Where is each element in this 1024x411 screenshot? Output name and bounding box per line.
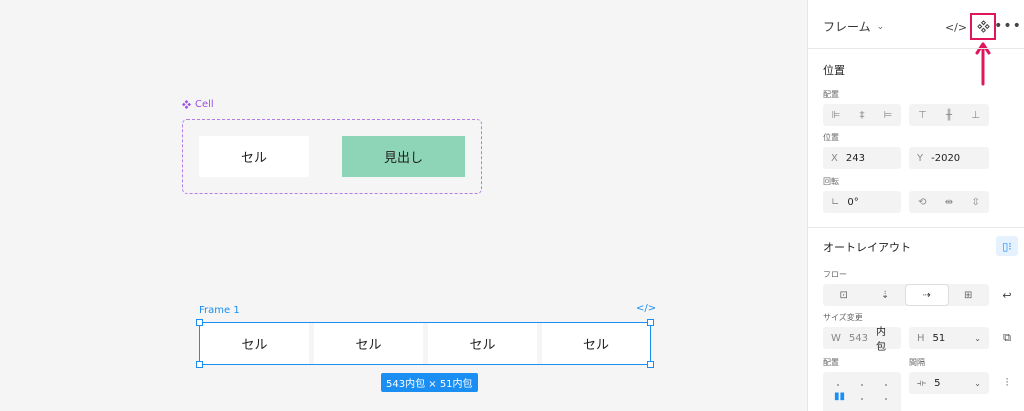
- resize-label: サイズ変更: [823, 313, 863, 322]
- size-badge: 543内包 × 51内包: [381, 373, 478, 392]
- cell-text: セル: [355, 338, 382, 353]
- horizontal-align-group: ⊫ ‡ ⊨: [823, 104, 901, 126]
- heading-text: 見出し: [383, 151, 423, 166]
- chevron-down-icon: ⌄: [876, 21, 885, 32]
- advanced-settings-icon[interactable]: ⫶: [1005, 376, 1009, 389]
- frame-type-dropdown[interactable]: フレーム ⌄: [823, 18, 884, 35]
- y-value: -2020: [931, 152, 961, 164]
- align-dot[interactable]: [861, 384, 863, 386]
- auto-layout-toggle-icon[interactable]: ▯⁝: [996, 236, 1018, 256]
- design-canvas[interactable]: Cell セル 見出し Frame 1 </> セル セル セル セル 543内…: [0, 0, 807, 411]
- resize-handle-bottom-right[interactable]: [647, 361, 654, 368]
- chevron-down-icon: ⌄: [974, 378, 981, 388]
- rotate-icon[interactable]: ⟲: [918, 196, 927, 208]
- code-icon[interactable]: </>: [944, 20, 968, 34]
- component-frame[interactable]: [182, 119, 482, 194]
- w-value: 543: [848, 332, 868, 344]
- wrap-icon[interactable]: ↩: [1002, 288, 1012, 302]
- x-value: 243: [845, 152, 865, 164]
- align-dot[interactable]: [837, 384, 839, 386]
- frame-label[interactable]: Frame 1: [199, 305, 240, 316]
- frame-cell[interactable]: セル: [314, 323, 423, 364]
- flow-direction-group: ⊡ ⇣ ⇢ ⊞: [823, 284, 989, 306]
- alignment-label: 配置: [823, 90, 839, 99]
- align-dot[interactable]: [885, 398, 887, 400]
- properties-panel: フレーム ⌄ </> ••• 位置 配置 ⊫ ‡ ⊨ ⊤ ╫ ⊥ 位置 X 24…: [807, 0, 1024, 411]
- w-label: W: [831, 332, 841, 344]
- position-section-title: 位置: [823, 64, 845, 77]
- flow-vertical-icon[interactable]: ⇣: [881, 289, 890, 301]
- component-icon[interactable]: [974, 17, 992, 35]
- angle-icon: ∟: [831, 196, 840, 208]
- width-field[interactable]: W 543 内包: [823, 327, 901, 353]
- chevron-down-icon: ⌄: [974, 333, 981, 343]
- align-selected-icon[interactable]: ▮▮: [834, 391, 846, 402]
- align-center-v-icon[interactable]: ╫: [945, 109, 952, 121]
- frame-cell[interactable]: セル: [542, 323, 650, 364]
- align-dot[interactable]: [861, 398, 863, 400]
- resize-handle-top-left[interactable]: [196, 319, 203, 326]
- clip-content-icon[interactable]: ⧉: [1003, 331, 1011, 344]
- transform-group: ⟲ ⇹ ⇳: [909, 191, 989, 213]
- frame-code-icon[interactable]: </>: [636, 303, 657, 314]
- gap-label: 間隔: [909, 358, 925, 367]
- frame-cell[interactable]: セル: [428, 323, 537, 364]
- w-mode: 内包: [875, 327, 886, 353]
- gap-value: 5: [934, 377, 941, 389]
- resize-handle-bottom-left[interactable]: [196, 361, 203, 368]
- gap-field[interactable]: ⟛ 5 ⌄: [909, 372, 989, 394]
- divider: [808, 48, 1024, 49]
- flow-grid-icon[interactable]: ⊞: [964, 289, 973, 301]
- rotation-label: 回転: [823, 177, 839, 186]
- cell-text: セル: [241, 338, 268, 353]
- align-left-icon[interactable]: ⊫: [831, 109, 841, 121]
- component-cell[interactable]: セル: [199, 136, 309, 177]
- align-right-icon[interactable]: ⊨: [883, 109, 893, 121]
- rotation-value: 0°: [847, 196, 859, 208]
- rotation-field[interactable]: ∟ 0°: [823, 191, 901, 213]
- x-label: X: [831, 152, 838, 164]
- x-field[interactable]: X 243: [823, 147, 901, 169]
- component-label[interactable]: Cell: [182, 99, 214, 110]
- frame-cell[interactable]: セル: [200, 323, 309, 364]
- gap-icon: ⟛: [917, 377, 927, 389]
- align-dot[interactable]: [885, 384, 887, 386]
- component-glyph: [976, 19, 990, 33]
- y-field[interactable]: Y -2020: [909, 147, 989, 169]
- y-label: Y: [917, 152, 924, 164]
- alignment-grid[interactable]: ▮▮: [823, 372, 901, 411]
- align-bottom-icon[interactable]: ⊥: [971, 109, 980, 121]
- component-name: Cell: [195, 99, 214, 110]
- component-icon: [182, 100, 191, 109]
- flip-vertical-icon[interactable]: ⇳: [971, 196, 980, 208]
- highlight-box: [970, 13, 996, 40]
- alignment-label: 配置: [823, 358, 839, 367]
- cell-text: セル: [240, 151, 267, 166]
- auto-layout-section-title: オートレイアウト: [823, 241, 911, 254]
- cell-text: セル: [582, 338, 609, 353]
- resize-handle-top-right[interactable]: [647, 319, 654, 326]
- height-field[interactable]: H 51 ⌄: [909, 327, 989, 349]
- divider: [808, 227, 1024, 228]
- flip-horizontal-icon[interactable]: ⇹: [944, 196, 954, 208]
- h-value: 51: [932, 332, 946, 344]
- cell-text: セル: [469, 338, 496, 353]
- h-label: H: [917, 332, 925, 344]
- more-icon[interactable]: •••: [994, 18, 1022, 34]
- align-top-icon[interactable]: ⊤: [917, 109, 927, 121]
- align-center-h-icon[interactable]: ‡: [859, 109, 865, 121]
- vertical-align-group: ⊤ ╫ ⊥: [909, 104, 989, 126]
- flow-freeform-icon[interactable]: ⊡: [839, 289, 848, 301]
- frame-type-label: フレーム: [823, 20, 871, 34]
- flow-horizontal-icon[interactable]: ⇢: [906, 285, 948, 305]
- flow-label: フロー: [823, 270, 847, 279]
- component-heading-cell[interactable]: 見出し: [342, 136, 465, 177]
- position-label: 位置: [823, 133, 839, 142]
